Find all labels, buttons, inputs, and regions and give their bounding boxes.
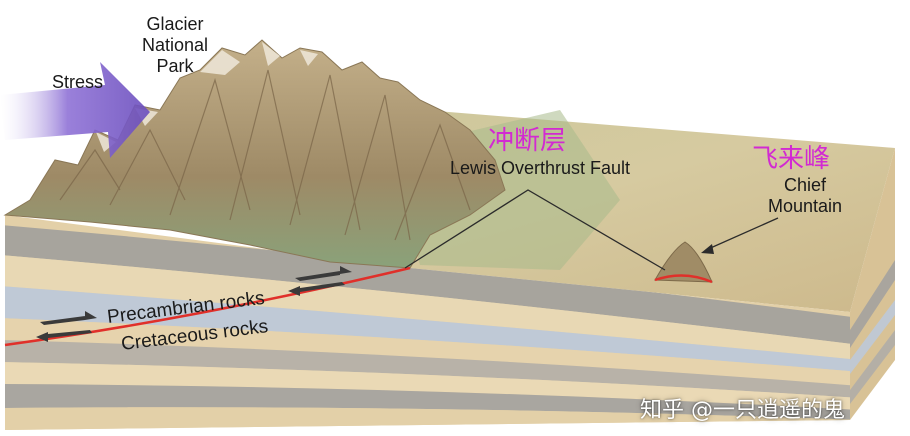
glacier-line-2: National [141, 35, 209, 55]
glacier-national-park-label: Glacier National Park [130, 14, 220, 77]
ridge-lines [59, 69, 471, 241]
chief-chinese-label: 飞来峰 [752, 144, 831, 174]
leader-arrowhead [701, 244, 714, 254]
half-arrow-icon [288, 282, 345, 296]
leader-lines [404, 189, 779, 271]
arrow-right-icon [0, 62, 150, 158]
klippe-fault-trace [654, 274, 713, 284]
half-arrow-icon [40, 311, 97, 325]
slip-arrows [36, 266, 352, 342]
watermark: 知乎 @一只逍遥的鬼 [640, 398, 845, 423]
glacier-line-3: Park [156, 56, 194, 76]
chief-mountain-peak [654, 241, 713, 283]
chief-mountain-label: Chief Mountain [755, 175, 855, 217]
half-arrow-icon [295, 266, 352, 281]
half-arrow-icon [36, 330, 92, 342]
fault-line [4, 266, 411, 347]
fault-label: Lewis Overthrust Fault [450, 158, 631, 178]
fault-chinese-label: 冲断层 [488, 126, 567, 156]
chief-line-1: Chief [783, 175, 827, 195]
glacier-line-1: Glacier [146, 14, 204, 34]
stress-label: Stress [52, 72, 104, 92]
chief-line-2: Mountain [767, 196, 843, 216]
